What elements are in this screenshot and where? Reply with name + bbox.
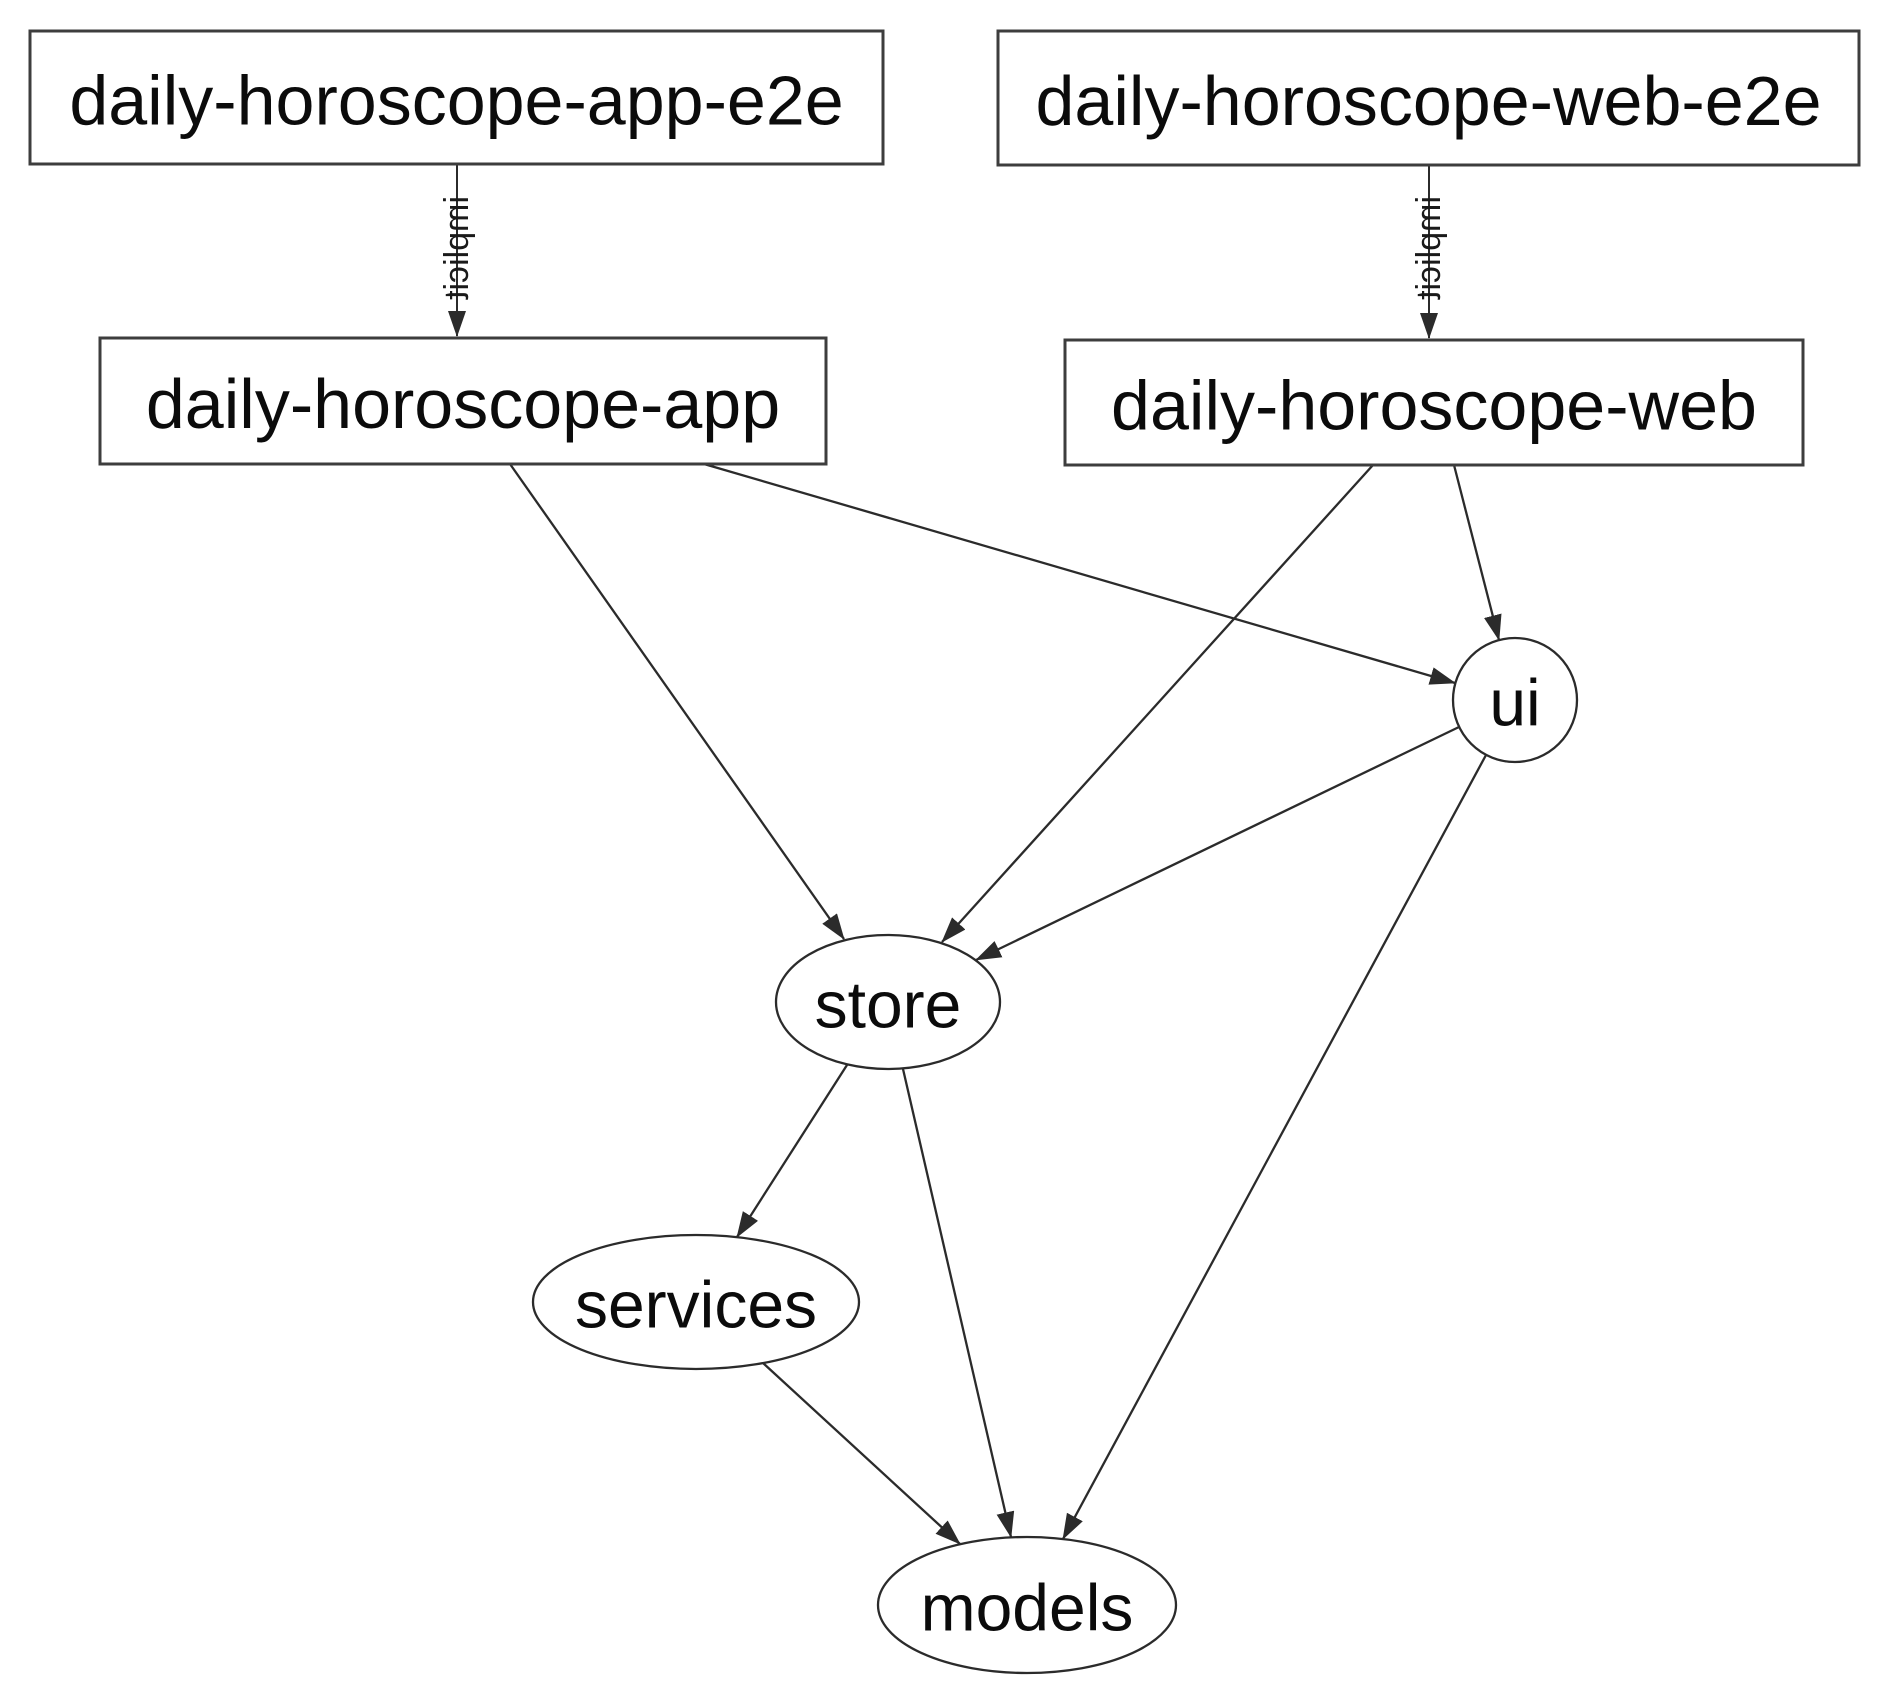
node-services: services [531, 1233, 861, 1371]
library-node-ellipse [1451, 636, 1579, 764]
edge-daily-horoscope-app-e2e--daily-horoscope-app: implicit [438, 164, 476, 337]
node-daily-horoscope-app-e2e: daily-horoscope-app-e2e [28, 29, 885, 166]
edge-line [703, 462, 1456, 685]
edge-store--services [736, 1064, 848, 1238]
nodes: daily-horoscope-app-e2e daily-horoscope-w… [28, 29, 1861, 1675]
node-store: store [774, 933, 1002, 1071]
node-daily-horoscope-web-e2e: daily-horoscope-web-e2e [996, 29, 1861, 167]
node-ui: ui [1451, 636, 1579, 764]
library-node-ellipse [531, 1233, 861, 1371]
edge-daily-horoscope-web--store [941, 464, 1374, 943]
node-daily-horoscope-web: daily-horoscope-web [1063, 338, 1805, 467]
project-node-box [996, 29, 1861, 167]
edge-daily-horoscope-app--store [509, 463, 845, 940]
edge-line [509, 463, 845, 940]
edge-label-implicit: implicit [1410, 196, 1448, 300]
edge-services--models [762, 1362, 961, 1545]
node-label: daily-horoscope-app-e2e [69, 61, 843, 139]
node-label: daily-horoscope-web-e2e [1036, 62, 1822, 140]
library-node-ellipse [876, 1535, 1178, 1675]
edge-daily-horoscope-web-e2e--daily-horoscope-web: implicit [1410, 165, 1448, 339]
node-label: daily-horoscope-web [1111, 366, 1757, 444]
edge-line [1061, 754, 1488, 1540]
edge-line [901, 1068, 1015, 1538]
edge-daily-horoscope-app--ui [703, 462, 1456, 685]
edge-line [941, 464, 1374, 943]
project-node-box [28, 29, 885, 166]
library-node-ellipse [774, 933, 1002, 1071]
edge-ui--models [1061, 754, 1488, 1540]
node-label: services [575, 1268, 817, 1342]
node-label: store [815, 968, 962, 1042]
edge-line [736, 1064, 848, 1238]
edge-store--models [901, 1068, 1015, 1538]
node-label: ui [1489, 666, 1540, 740]
edge-daily-horoscope-web--ui [1452, 464, 1502, 641]
edge-line [1452, 464, 1502, 641]
project-node-box [98, 336, 828, 466]
project-node-box [1063, 338, 1805, 467]
edge-label-implicit: implicit [438, 196, 476, 300]
edge-line [762, 1362, 961, 1545]
node-models: models [876, 1535, 1178, 1675]
edge-ui--store [975, 725, 1460, 962]
node-label: models [921, 1571, 1134, 1645]
edge-line [975, 725, 1460, 962]
edges: implicit implicit [438, 164, 1502, 1545]
node-label: daily-horoscope-app [146, 365, 780, 443]
node-daily-horoscope-app: daily-horoscope-app [98, 336, 828, 466]
